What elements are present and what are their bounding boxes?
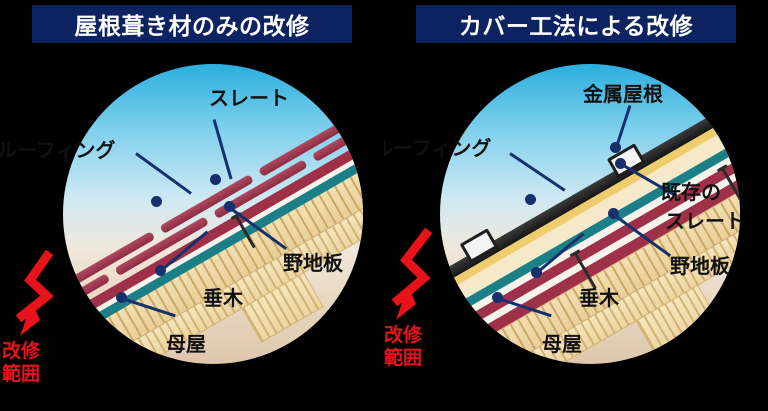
banner-title: 屋根葺き材のみの改修 (74, 13, 310, 39)
scope-label-line2: 範囲 (384, 348, 423, 369)
scope-annotation-left: 改修 範囲 (0, 249, 80, 384)
leader-dot (608, 208, 619, 219)
leader-dot (531, 267, 542, 278)
leader-dot (492, 292, 503, 303)
panel-slate-only: 屋根葺き材のみの改修 (0, 0, 384, 411)
leader-dot (525, 194, 536, 205)
label-metal-roof: 金属屋根 (583, 84, 663, 106)
scope-bracket-arrow-icon (15, 249, 54, 336)
cutaway-circle-left (63, 64, 363, 364)
banner-title: カバー工法による改修 (458, 13, 694, 39)
scope-bracket-arrow-icon (391, 227, 433, 320)
label-sheathing: 野地板 (283, 253, 343, 275)
scope-label-line1: 改修 (2, 341, 41, 362)
scope-annotation-right: 改修 範囲 (384, 227, 460, 368)
label-purlin: 母屋 (166, 334, 206, 356)
banner-cover-method: カバー工法による改修 (416, 5, 736, 43)
leader-dot (615, 158, 626, 169)
label-sheathing: 野地板 (670, 256, 730, 278)
leader-dot (610, 142, 621, 153)
label-existing-slate2: スレート (665, 211, 745, 233)
leader-dot (116, 292, 127, 303)
slate-tile (356, 64, 363, 120)
label-rafter: 垂木 (203, 288, 243, 310)
label-slate: スレート (209, 88, 289, 110)
label-roofing: ルーフィング (384, 138, 492, 160)
scope-label-line2: 範囲 (2, 364, 41, 385)
panel-cover-method: カバー工法による改修 (384, 0, 768, 411)
leader-dot (210, 174, 221, 185)
label-rafter: 垂木 (579, 288, 619, 310)
leader-dot (151, 196, 162, 207)
leader-dot (155, 265, 166, 276)
label-existing-slate: 既存の (661, 182, 721, 204)
banner-slate-only: 屋根葺き材のみの改修 (32, 5, 352, 43)
scope-label-line1: 改修 (384, 325, 423, 346)
label-purlin: 母屋 (542, 334, 582, 356)
label-roofing: ルーフィング (0, 140, 116, 162)
leader-dot (224, 201, 235, 212)
cutaway-circle-right (440, 64, 740, 364)
